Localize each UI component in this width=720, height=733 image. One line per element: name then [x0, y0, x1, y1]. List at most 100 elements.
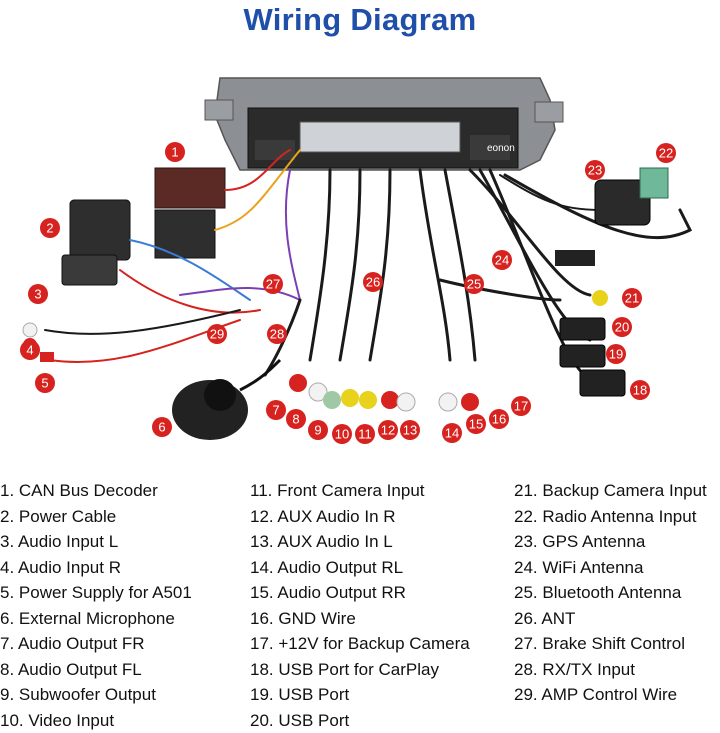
svg-text:26: 26	[366, 275, 380, 290]
badge-18: 18	[630, 380, 650, 400]
badge-25: 25	[464, 274, 484, 294]
badge-10: 10	[332, 424, 352, 444]
can-bus-decoder	[155, 168, 225, 208]
badge-29: 29	[207, 324, 227, 344]
legend-column-2: 11. Front Camera Input 12. AUX Audio In …	[250, 478, 470, 733]
badge-11: 11	[355, 424, 375, 444]
badge-19: 19	[606, 344, 626, 364]
badge-14: 14	[442, 423, 462, 443]
legend-item: 9. Subwoofer Output	[0, 682, 192, 708]
svg-text:18: 18	[633, 383, 647, 398]
legend-item: 2. Power Cable	[0, 504, 192, 530]
legend-item: 13. AUX Audio In L	[250, 529, 470, 555]
svg-text:1: 1	[171, 145, 178, 160]
svg-text:5: 5	[41, 376, 48, 391]
badge-28: 28	[267, 324, 287, 344]
legend-item: 6. External Microphone	[0, 606, 192, 632]
brand-logo: eonon	[487, 143, 515, 154]
head-unit: eonon	[205, 78, 563, 170]
svg-text:10: 10	[335, 427, 349, 442]
badge-12: 12	[378, 420, 398, 440]
power-cable-connector	[62, 200, 130, 285]
legend-column-3: 21. Backup Camera Input 22. Radio Antenn…	[514, 478, 707, 708]
legend-item: 24. WiFi Antenna	[514, 555, 707, 581]
legend-item: 26. ANT	[514, 606, 707, 632]
svg-text:8: 8	[292, 412, 299, 427]
svg-text:17: 17	[514, 399, 528, 414]
external-microphone	[172, 360, 280, 440]
badge-3: 3	[28, 284, 48, 304]
svg-text:15: 15	[469, 417, 483, 432]
badge-23: 23	[585, 160, 605, 180]
legend-item: 5. Power Supply for A501	[0, 580, 192, 606]
badge-6: 6	[152, 417, 172, 437]
svg-text:20: 20	[615, 320, 629, 335]
legend-item: 7. Audio Output FR	[0, 631, 192, 657]
svg-text:23: 23	[588, 163, 602, 178]
badge-5: 5	[35, 373, 55, 393]
badge-1: 1	[165, 142, 185, 162]
svg-text:28: 28	[270, 327, 284, 342]
svg-text:21: 21	[625, 291, 639, 306]
badge-26: 26	[363, 272, 383, 292]
badge-24: 24	[492, 250, 512, 270]
svg-text:19: 19	[609, 347, 623, 362]
legend-item: 10. Video Input	[0, 708, 192, 733]
wiring-diagram: eonon	[0, 60, 720, 470]
legend-item: 18. USB Port for CarPlay	[250, 657, 470, 683]
svg-text:24: 24	[495, 253, 509, 268]
legend-item: 11. Front Camera Input	[250, 478, 470, 504]
legend-item: 28. RX/TX Input	[514, 657, 707, 683]
svg-text:27: 27	[266, 277, 280, 292]
legend-item: 1. CAN Bus Decoder	[0, 478, 192, 504]
svg-text:12: 12	[381, 423, 395, 438]
legend-item: 17. +12V for Backup Camera	[250, 631, 470, 657]
svg-text:25: 25	[467, 277, 481, 292]
svg-text:6: 6	[158, 420, 165, 435]
badge-13: 13	[400, 420, 420, 440]
svg-text:2: 2	[46, 221, 53, 236]
legend-item: 4. Audio Input R	[0, 555, 192, 581]
svg-text:3: 3	[34, 287, 41, 302]
legend-item: 16. GND Wire	[250, 606, 470, 632]
legend-item: 22. Radio Antenna Input	[514, 504, 707, 530]
legend-item: 8. Audio Output FL	[0, 657, 192, 683]
badge-7: 7	[266, 400, 286, 420]
antennas	[555, 168, 668, 266]
legend-item: 19. USB Port	[250, 682, 470, 708]
legend: 1. CAN Bus Decoder 2. Power Cable 3. Aud…	[0, 478, 720, 731]
svg-text:4: 4	[26, 343, 33, 358]
svg-text:29: 29	[210, 327, 224, 342]
badge-2: 2	[40, 218, 60, 238]
svg-text:22: 22	[659, 146, 673, 161]
legend-item: 29. AMP Control Wire	[514, 682, 707, 708]
badge-16: 16	[489, 409, 509, 429]
legend-item: 12. AUX Audio In R	[250, 504, 470, 530]
badge-27: 27	[263, 274, 283, 294]
legend-column-1: 1. CAN Bus Decoder 2. Power Cable 3. Aud…	[0, 478, 192, 733]
legend-item: 14. Audio Output RL	[250, 555, 470, 581]
svg-text:13: 13	[403, 423, 417, 438]
badge-21: 21	[622, 288, 642, 308]
badge-9: 9	[308, 420, 328, 440]
legend-item: 3. Audio Input L	[0, 529, 192, 555]
rca-connectors	[23, 290, 608, 411]
legend-item: 21. Backup Camera Input	[514, 478, 707, 504]
svg-text:16: 16	[492, 412, 506, 427]
badge-4: 4	[20, 340, 40, 360]
page-title: Wiring Diagram	[0, 0, 720, 40]
badge-8: 8	[286, 409, 306, 429]
legend-item: 15. Audio Output RR	[250, 580, 470, 606]
svg-text:9: 9	[314, 423, 321, 438]
legend-item: 20. USB Port	[250, 708, 470, 733]
legend-item: 23. GPS Antenna	[514, 529, 707, 555]
legend-item: 27. Brake Shift Control	[514, 631, 707, 657]
legend-item: 25. Bluetooth Antenna	[514, 580, 707, 606]
badge-22: 22	[656, 143, 676, 163]
badge-20: 20	[612, 317, 632, 337]
svg-text:11: 11	[358, 427, 372, 442]
badge-15: 15	[466, 414, 486, 434]
badge-17: 17	[511, 396, 531, 416]
svg-text:7: 7	[272, 403, 279, 418]
svg-text:14: 14	[445, 426, 459, 441]
